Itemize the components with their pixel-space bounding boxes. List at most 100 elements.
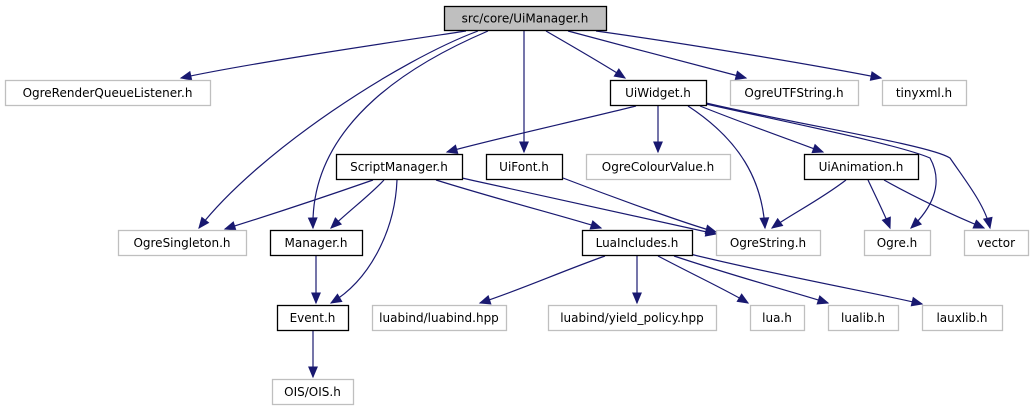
- edge-uianimation-to-ogrestring: [770, 179, 847, 229]
- node-uimanager: src/core/UiManager.h: [443, 5, 608, 32]
- edge-uiwidget-to-vector: [705, 102, 993, 230]
- node-box: [335, 153, 464, 181]
- edge-line: [224, 179, 374, 230]
- node-label: vector: [977, 236, 1015, 250]
- edge-line: [435, 179, 602, 229]
- node-label: ScriptManager.h: [350, 160, 448, 174]
- node-label: UiAnimation.h: [819, 160, 904, 174]
- edge-uianimation-to-vector: [883, 179, 986, 229]
- node-label: OgreSingleton.h: [133, 236, 230, 250]
- node-label: Event.h: [290, 311, 336, 325]
- node-lualib: lualib.h: [827, 304, 900, 332]
- node-box: [276, 304, 350, 332]
- arrowhead-icon: [179, 70, 193, 81]
- node-ogrestring: OgreString.h: [715, 229, 822, 257]
- arrowhead-icon: [704, 224, 718, 235]
- edge-uimanager-to-tinyxml: [595, 30, 883, 81]
- arrowhead-icon: [881, 216, 891, 230]
- node-uifont[interactable]: UiFont.h: [485, 153, 564, 181]
- edge-uiwidget-to-uianimation: [699, 105, 825, 154]
- arrowhead-icon: [759, 217, 770, 230]
- edge-scriptmanager-to-luaincludes: [435, 179, 603, 230]
- node-box: [4, 79, 212, 107]
- edge-line: [446, 105, 637, 153]
- node-label: tinyxml.h: [896, 86, 952, 100]
- arrowhead-icon: [589, 220, 603, 230]
- node-uiwidget[interactable]: UiWidget.h: [609, 79, 708, 107]
- node-box: [581, 229, 694, 257]
- node-box: [729, 79, 860, 107]
- arrowhead-icon: [910, 296, 924, 307]
- edge-line: [180, 30, 467, 79]
- edge-uianimation-to-ogre: [867, 179, 891, 230]
- node-label: src/core/UiManager.h: [462, 12, 589, 26]
- node-box: [827, 304, 900, 332]
- arrowhead-icon: [869, 71, 883, 81]
- node-box: [547, 304, 718, 332]
- edge-uiwidget-to-ogrecolourvalue: [653, 106, 663, 154]
- node-lua: lua.h: [749, 304, 806, 332]
- edge-luaincludes-to-lauxlib: [689, 253, 924, 307]
- node-manager[interactable]: Manager.h: [269, 229, 364, 257]
- edge-line: [545, 30, 626, 79]
- edge-line: [330, 179, 398, 304]
- node-ogrerenderqueuelistener: OgreRenderQueueListener.h: [4, 79, 212, 107]
- edge-line: [567, 30, 747, 79]
- arrowhead-icon: [307, 217, 318, 230]
- node-ogresingleton: OgreSingleton.h: [117, 229, 248, 257]
- edge-line: [687, 105, 766, 229]
- edge-line: [883, 179, 985, 229]
- node-yieldpolicy: luabind/yield_policy.hpp: [547, 304, 718, 332]
- node-label: OIS/OIS.h: [284, 385, 341, 399]
- edge-luaincludes-to-yieldpolicy: [632, 256, 642, 305]
- node-label: LuaIncludes.h: [596, 236, 679, 250]
- node-label: UiFont.h: [499, 160, 549, 174]
- node-box: [715, 229, 822, 257]
- node-box: [881, 79, 968, 107]
- node-label: luabind/luabind.hpp: [379, 311, 499, 325]
- arrowhead-icon: [816, 295, 830, 305]
- edge-uiwidget-to-ogrestring: [687, 105, 770, 230]
- node-ogreutfstring: OgreUTFString.h: [729, 79, 860, 107]
- node-vector: vector: [963, 229, 1030, 257]
- edges-layer: [179, 30, 993, 379]
- node-label: UiWidget.h: [625, 86, 691, 100]
- arrowhead-icon: [982, 216, 993, 230]
- node-ogrecolourvalue: OgreColourValue.h: [585, 153, 732, 181]
- node-box: [749, 304, 806, 332]
- edge-line: [330, 179, 385, 229]
- node-scriptmanager[interactable]: ScriptManager.h: [335, 153, 464, 181]
- arrowhead-icon: [613, 68, 627, 79]
- node-box: [117, 229, 248, 257]
- arrowhead-icon: [330, 217, 343, 229]
- arrowhead-icon: [734, 70, 748, 81]
- edge-scriptmanager-to-event: [329, 179, 398, 304]
- node-box: [269, 229, 364, 257]
- edge-line: [673, 255, 829, 304]
- node-label: lauxlib.h: [936, 311, 987, 325]
- edge-luaincludes-to-lua: [657, 255, 750, 304]
- edge-uimanager-to-uifont: [519, 31, 529, 154]
- arrowhead-icon: [519, 141, 529, 154]
- node-label: OgreColourValue.h: [602, 160, 714, 174]
- node-luaincludes[interactable]: LuaIncludes.h: [581, 229, 694, 257]
- node-label: Ogre.h: [877, 236, 918, 250]
- node-event[interactable]: Event.h: [276, 304, 350, 332]
- edge-line: [705, 102, 991, 229]
- arrowhead-icon: [653, 141, 663, 154]
- arrowhead-icon: [736, 293, 750, 304]
- edge-uiwidget-to-scriptmanager: [445, 105, 637, 154]
- edge-line: [689, 253, 923, 305]
- node-label: luabind/yield_policy.hpp: [560, 311, 704, 325]
- edge-uimanager-to-ogrerenderqueuelistener: [179, 30, 467, 81]
- arrowhead-icon: [811, 143, 825, 154]
- node-label: lualib.h: [841, 311, 885, 325]
- node-label: OgreUTFString.h: [744, 86, 843, 100]
- node-box: [803, 153, 920, 181]
- node-uianimation[interactable]: UiAnimation.h: [803, 153, 920, 181]
- node-box: [609, 79, 708, 107]
- arrowhead-icon: [770, 217, 784, 229]
- arrowhead-icon: [198, 216, 210, 230]
- node-label: OgreRenderQueueListener.h: [23, 86, 193, 100]
